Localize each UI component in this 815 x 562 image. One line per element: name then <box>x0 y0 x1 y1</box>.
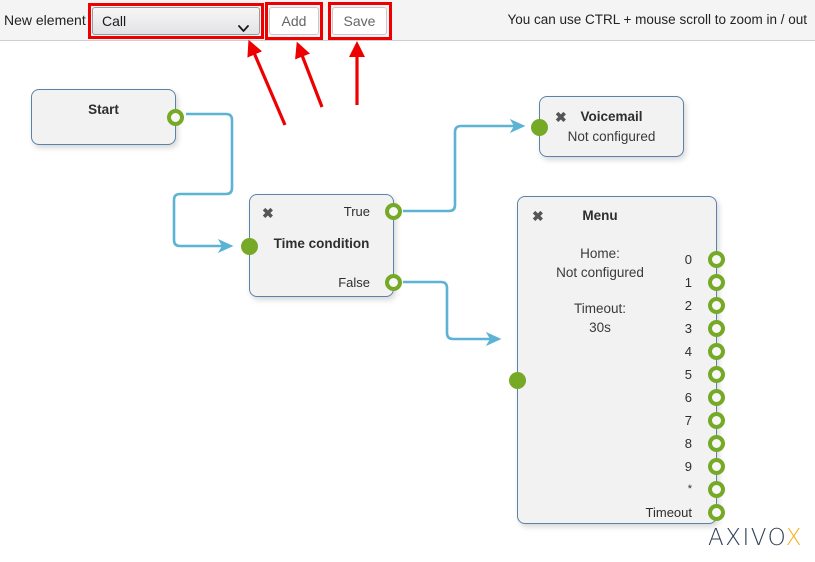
node-menu-output-7[interactable] <box>708 412 725 429</box>
node-menu-output-0[interactable] <box>708 251 725 268</box>
node-start[interactable]: Start <box>31 89 184 145</box>
chevron-down-icon <box>238 16 249 32</box>
node-time-condition[interactable]: ✖ Time condition True False <box>241 194 402 297</box>
port-label-timeout: Timeout <box>645 505 692 520</box>
close-icon[interactable]: ✖ <box>555 109 567 125</box>
port-label-star: * <box>687 483 692 495</box>
node-time-condition-output-false[interactable] <box>385 274 402 291</box>
node-menu-output-6[interactable] <box>708 389 725 406</box>
zoom-hint-text: You can use CTRL + mouse scroll to zoom … <box>507 12 807 27</box>
node-start-output-port[interactable] <box>167 109 184 126</box>
port-label-false: False <box>338 275 370 290</box>
node-time-condition-output-true[interactable] <box>385 203 402 220</box>
port-label-1: 1 <box>684 275 692 290</box>
add-button[interactable]: Add <box>269 7 319 35</box>
node-menu-timeout-value: 30s <box>589 320 611 335</box>
port-label-2: 2 <box>684 298 692 313</box>
toolbar: New element Call Add Save You can use CT… <box>0 0 815 41</box>
new-element-select-value: Call <box>102 13 127 29</box>
node-menu-output-2[interactable] <box>708 297 725 314</box>
node-voicemail[interactable]: ✖ Voicemail Not configured <box>531 96 684 157</box>
port-label-8: 8 <box>684 436 692 451</box>
node-menu-output-timeout[interactable] <box>708 504 725 521</box>
port-label-5: 5 <box>684 367 692 382</box>
port-label-0: 0 <box>684 252 692 267</box>
node-menu-title: Menu <box>582 208 618 223</box>
close-icon[interactable]: ✖ <box>262 205 274 221</box>
node-menu-home-label: Home: <box>580 246 620 261</box>
wire-start-to-timecondition <box>172 112 234 254</box>
node-start-title: Start <box>88 102 119 117</box>
node-voicemail-subtitle: Not configured <box>567 129 656 144</box>
node-menu-home-value: Not configured <box>556 265 644 280</box>
node-menu-output-4[interactable] <box>708 343 725 360</box>
close-icon[interactable]: ✖ <box>532 208 544 224</box>
node-menu-output-3[interactable] <box>708 320 725 337</box>
port-label-4: 4 <box>684 344 692 359</box>
logo-text-main: AXIVO <box>707 525 786 551</box>
axivox-logo: AXIVOX <box>708 525 803 551</box>
wire-false-to-menu <box>403 280 502 347</box>
node-voicemail-title: Voicemail <box>580 109 643 124</box>
port-label-3: 3 <box>684 321 692 336</box>
node-menu-output-star[interactable] <box>708 481 725 498</box>
node-menu-timeout-label: Timeout: <box>573 301 627 316</box>
save-button[interactable]: Save <box>332 7 387 35</box>
node-menu-output-5[interactable] <box>708 366 725 383</box>
port-label-7: 7 <box>684 413 692 428</box>
logo-text-accent: X <box>785 525 803 551</box>
node-voicemail-input-port[interactable] <box>531 119 548 136</box>
node-time-condition-title: Time condition <box>273 236 370 251</box>
port-label-9: 9 <box>684 459 692 474</box>
port-label-true: True <box>343 204 370 219</box>
flow-canvas[interactable]: Start ✖ Time condition True False ✖ Voic… <box>0 41 815 562</box>
node-menu-output-1[interactable] <box>708 274 725 291</box>
node-menu-input-port[interactable] <box>509 372 526 389</box>
port-label-6: 6 <box>684 390 692 405</box>
node-menu[interactable]: ✖ Menu Home: Not configured Timeout: 30s… <box>509 196 725 524</box>
new-element-select[interactable]: Call <box>92 7 260 35</box>
connection-wires <box>172 112 526 347</box>
node-menu-output-9[interactable] <box>708 458 725 475</box>
node-menu-output-8[interactable] <box>708 435 725 452</box>
wire-true-to-voicemail <box>403 118 526 213</box>
new-element-label: New element <box>4 12 86 28</box>
node-time-condition-input-port[interactable] <box>241 238 258 255</box>
